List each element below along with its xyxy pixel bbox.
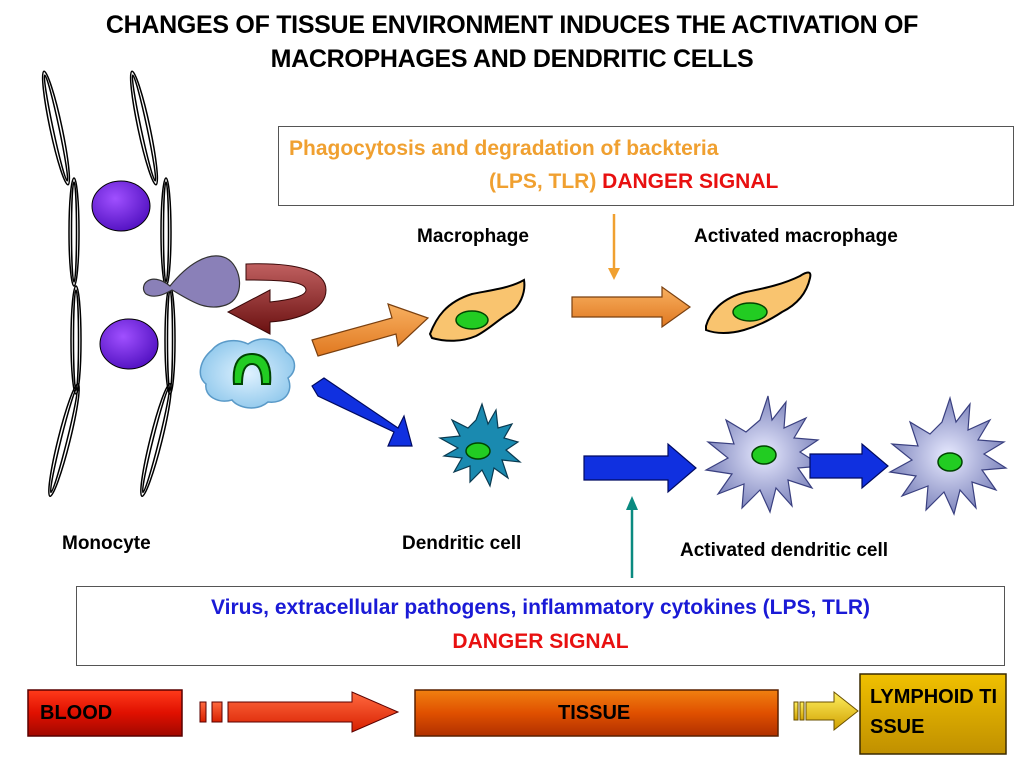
- vessel-nucleus-bottom: [99, 318, 159, 370]
- activated-macrophage-nucleus: [732, 302, 768, 322]
- label-monocyte: Monocyte: [62, 533, 151, 554]
- arrow-monocyte-to-macrophage: [311, 303, 430, 357]
- blood-bar: [27, 689, 183, 737]
- arrow-monocyte-to-dendritic: [311, 377, 413, 447]
- arrow-tissue-to-lymphoid: [805, 690, 859, 732]
- arrow-macrophage-to-activated: [571, 285, 692, 329]
- blood-label: BLOOD: [40, 702, 113, 724]
- arrow-dendritic-to-activated: [583, 442, 697, 494]
- macrophage-nucleus: [455, 310, 489, 330]
- label-activated-dendritic-cell: Activated dendritic cell: [680, 540, 889, 561]
- activated-dendritic-cell-2-nucleus: [937, 452, 963, 472]
- blood-dash-2: [211, 701, 223, 723]
- pathogen-signal-box: Virus, extracellular pathogens, inflamma…: [76, 586, 1005, 666]
- pathogen-danger-signal: DANGER SIGNAL: [452, 630, 629, 653]
- vessel-nucleus-top: [91, 180, 151, 232]
- page-title: CHANGES OF TISSUE ENVIRONMENT INDUCES TH…: [0, 8, 1024, 76]
- label-dendritic-cell: Dendritic cell: [402, 533, 522, 554]
- arrow-blood-to-tissue: [227, 691, 400, 733]
- tissue-bar: [414, 689, 779, 737]
- transmigrating-monocyte: [142, 255, 241, 308]
- phagocytosis-danger-signal: DANGER SIGNAL: [602, 170, 779, 193]
- lymphoid-bar: [859, 673, 1007, 755]
- arrow-activated-dendritic-pair: [809, 442, 889, 490]
- tissue-dash-2: [799, 701, 805, 721]
- activated-macrophage-cell: [705, 271, 812, 334]
- title-line-1: CHANGES OF TISSUE ENVIRONMENT INDUCES TH…: [105, 11, 919, 39]
- arrow-danger-to-macrophage: [608, 214, 620, 280]
- monocyte-cell: [199, 338, 296, 409]
- macrophage-cell: [428, 278, 526, 342]
- dendritic-cell-nucleus: [465, 442, 491, 460]
- blood-dash-1: [199, 701, 207, 723]
- label-activated-macrophage: Activated macrophage: [694, 226, 898, 247]
- title-line-2: MACROPHAGES AND DENDRITIC CELLS: [270, 45, 754, 73]
- vessel-wall-left: [41, 70, 82, 498]
- arrow-danger-to-dendritic: [626, 496, 638, 578]
- monocyte-nucleus: [232, 352, 272, 385]
- label-macrophage: Macrophage: [417, 226, 529, 247]
- activated-dendritic-cell-1-nucleus: [751, 445, 777, 465]
- pathogen-text: Virus, extracellular pathogens, inflamma…: [211, 596, 870, 619]
- lymphoid-label: LYMPHOID TISSUE: [870, 686, 998, 738]
- phagocytosis-signal-box: Phagocytosis and degradation of backteri…: [278, 126, 1014, 206]
- curved-arrow-return: [226, 263, 327, 335]
- phagocytosis-receptors: (LPS, TLR): [489, 170, 597, 193]
- phagocytosis-danger-line: (LPS, TLR) DANGER SIGNAL: [489, 170, 778, 194]
- phagocytosis-text: Phagocytosis and degradation of backteri…: [289, 137, 719, 160]
- tissue-dash-1: [793, 701, 799, 721]
- tissue-label: TISSUE: [558, 702, 631, 724]
